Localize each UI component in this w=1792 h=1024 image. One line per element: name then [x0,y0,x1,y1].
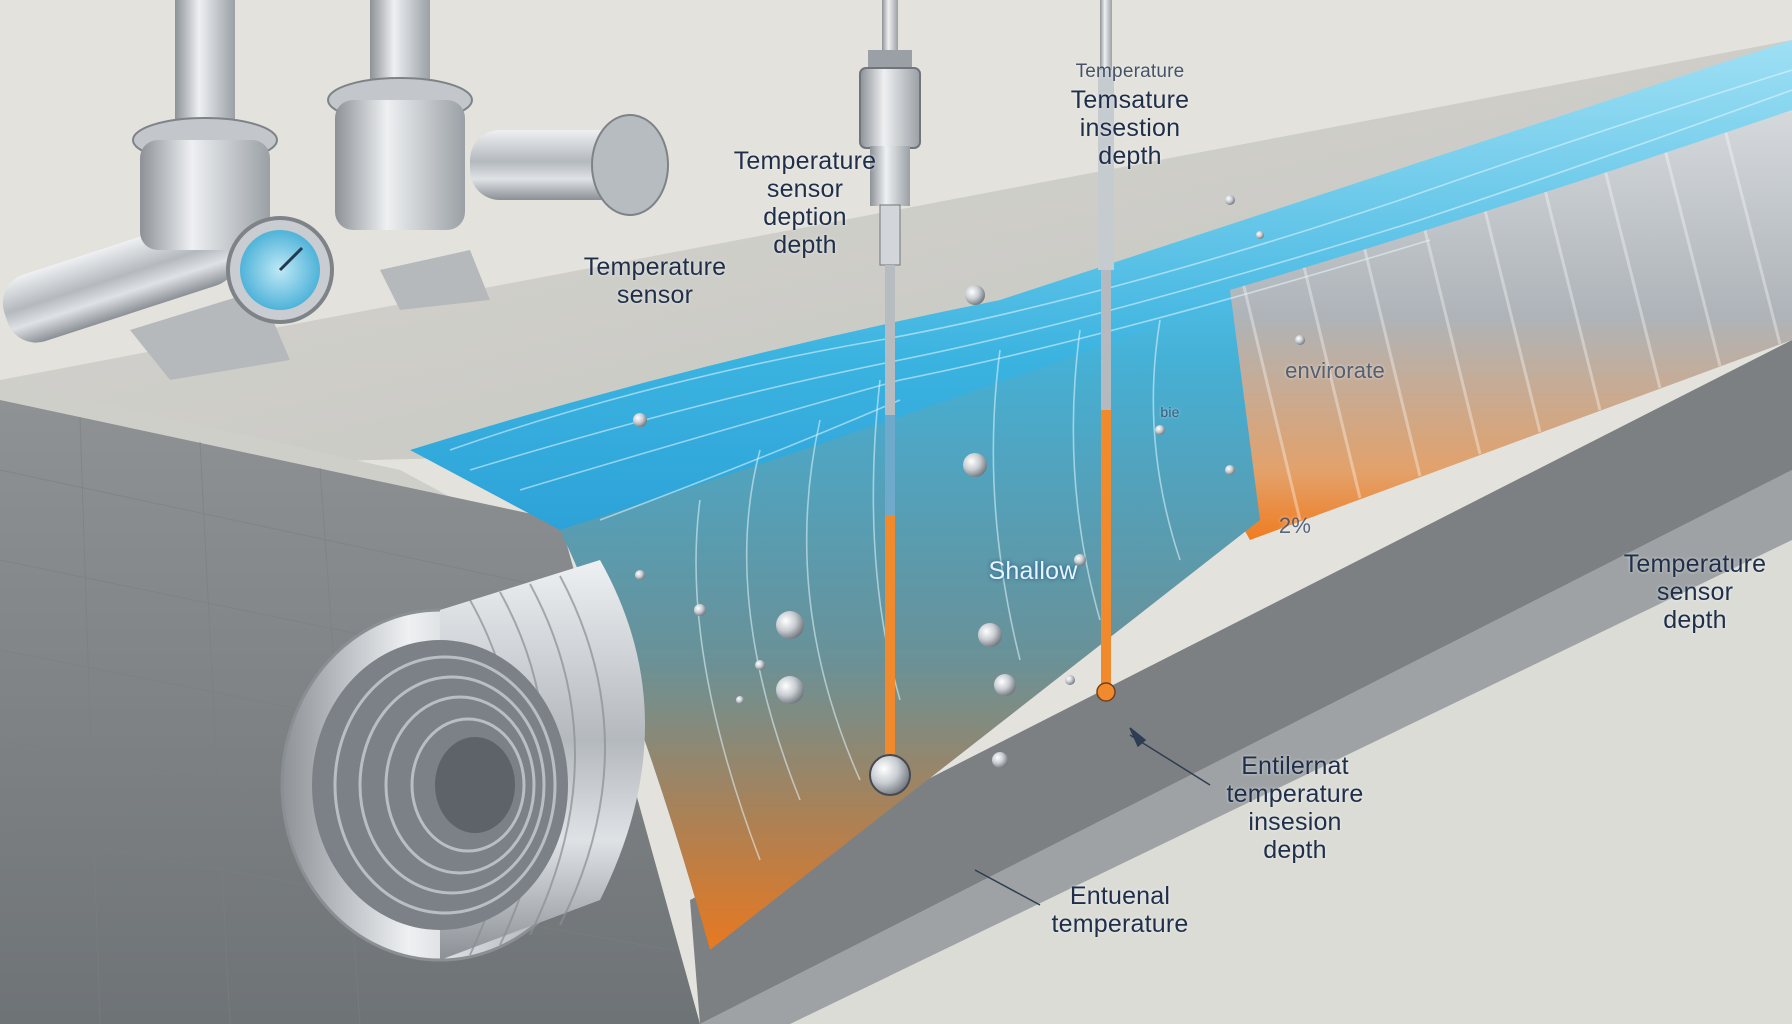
gauge-icon [226,216,334,324]
label-shallow: Shallow [968,557,1098,585]
label-line: depth [773,231,837,259]
label-temperature-sensor-deption-depth: Temperature sensor deption depth [700,147,910,259]
label-line: Temperature [1075,61,1185,82]
label-line: deption [763,203,847,231]
water-bubbles [633,195,1305,768]
valve-assembly [2,0,669,380]
label-envirorate: envirorate [1245,357,1425,385]
label-percent: 2% [1265,512,1325,540]
label-temperature-insestion-depth: Temperature Temsature insestion depth [1035,58,1225,170]
label-line: temperature [1226,780,1364,808]
pipe-core [435,737,515,833]
label-line: Temperature [733,147,877,175]
trench-bottom [690,340,1792,1024]
label-line: sensor [766,175,844,203]
label-line: Entilernat [1241,752,1349,780]
label-line: Temsature [1070,86,1190,114]
label-temperature-sensor-left: Temperature sensor [555,253,755,309]
label-line: bie [1160,404,1180,420]
label-line: Temperature [583,253,727,281]
label-line: temperature [1051,910,1189,938]
leader-lines [974,727,1211,906]
label-line: sensor [616,281,694,309]
label-line: Entuenal [1069,882,1171,910]
label-bie: bie [1150,398,1190,426]
label-line: depth [1263,836,1327,864]
sheath-ribs [1238,109,1782,521]
label-line: Temperature [1623,550,1767,578]
temperature-probe-left [859,0,921,796]
label-line: Shallow [988,557,1078,585]
label-entuenal-temperature: Entuenal temperature [1030,882,1210,938]
label-temperature-sensor-depth-right: Temperature sensor depth [1600,550,1790,634]
label-line: envirorate [1285,358,1385,383]
label-entilernat-temperature-insesion-depth: Entilernat temperature insesion depth [1195,752,1395,864]
label-line: depth [1663,606,1727,634]
pipe-inner-ribs [333,655,557,915]
label-line: depth [1098,142,1162,170]
temperature-probe-right [1096,0,1116,702]
sheath-pipe [1180,90,1792,540]
label-line: 2% [1278,513,1312,538]
label-line: sensor [1656,578,1734,606]
label-line: insesion [1248,808,1342,836]
label-line: insestion [1079,114,1181,142]
